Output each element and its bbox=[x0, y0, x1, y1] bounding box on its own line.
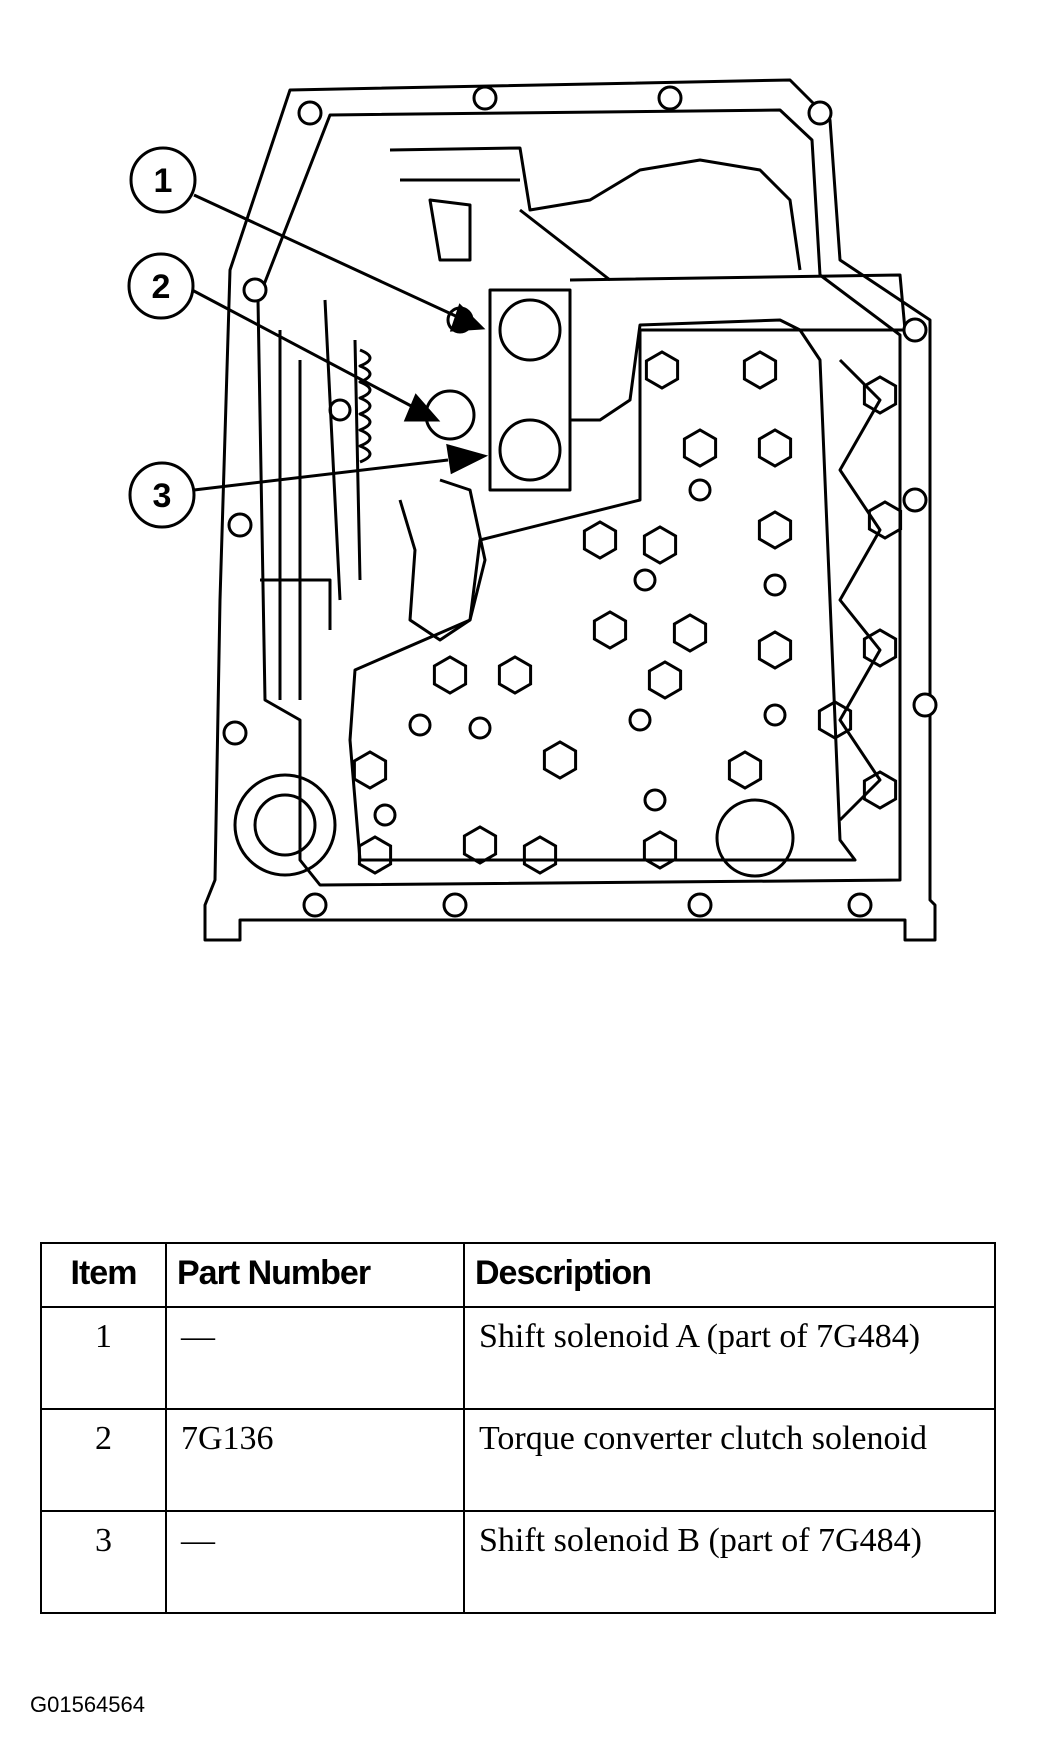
figure-code: G01564564 bbox=[30, 1692, 145, 1718]
callout-number-3: 3 bbox=[153, 477, 172, 515]
table-row: 3 — Shift solenoid B (part of 7G484) bbox=[41, 1511, 995, 1613]
hex-bolt bbox=[644, 527, 675, 563]
header-item: Item bbox=[41, 1243, 166, 1307]
hex-bolt bbox=[744, 352, 775, 388]
harness-strip bbox=[570, 275, 905, 420]
hex-bolt bbox=[464, 827, 495, 863]
header-part-number: Part Number bbox=[166, 1243, 464, 1307]
harness-lead bbox=[400, 480, 485, 640]
callout-number-1: 1 bbox=[154, 162, 173, 200]
header-description: Description bbox=[464, 1243, 995, 1307]
hex-bolt bbox=[644, 832, 675, 868]
hex-bolt bbox=[649, 662, 680, 698]
cell-description: Torque converter clutch solenoid bbox=[464, 1409, 995, 1511]
cell-description: Shift solenoid A (part of 7G484) bbox=[464, 1307, 995, 1409]
cell-part-number: 7G136 bbox=[166, 1409, 464, 1511]
hex-bolt bbox=[864, 377, 895, 413]
parts-table: Item Part Number Description 1 — Shift s… bbox=[40, 1242, 996, 1614]
valve-body-diagram: 1 2 3 bbox=[0, 0, 1044, 980]
cell-description: Shift solenoid B (part of 7G484) bbox=[464, 1511, 995, 1613]
cell-item: 3 bbox=[41, 1511, 166, 1613]
right-webbing bbox=[840, 360, 880, 820]
hex-bolt bbox=[684, 430, 715, 466]
hex-bolt bbox=[759, 632, 790, 668]
hex-bolt bbox=[646, 352, 677, 388]
hex-bolt bbox=[584, 522, 615, 558]
hex-bolt bbox=[524, 837, 555, 873]
cell-part-number: — bbox=[166, 1511, 464, 1613]
hex-bolt bbox=[544, 742, 575, 778]
arrowhead-3 bbox=[448, 446, 484, 472]
cell-item: 1 bbox=[41, 1307, 166, 1409]
hex-bolt bbox=[354, 752, 385, 788]
table-row: 1 — Shift solenoid A (part of 7G484) bbox=[41, 1307, 995, 1409]
hex-bolt bbox=[759, 430, 790, 466]
upper-detail bbox=[390, 148, 800, 280]
spring-stack bbox=[360, 350, 370, 462]
cell-item: 2 bbox=[41, 1409, 166, 1511]
hex-bolt bbox=[434, 657, 465, 693]
table-header-row: Item Part Number Description bbox=[41, 1243, 995, 1307]
cell-part-number: — bbox=[166, 1307, 464, 1409]
left-detail bbox=[260, 300, 360, 700]
table-row: 2 7G136 Torque converter clutch solenoid bbox=[41, 1409, 995, 1511]
hex-bolt bbox=[359, 837, 390, 873]
hex-bolt bbox=[499, 657, 530, 693]
callout-number-2: 2 bbox=[152, 268, 171, 306]
hex-bolt bbox=[729, 752, 760, 788]
hex-bolt bbox=[594, 612, 625, 648]
hex-bolt bbox=[759, 512, 790, 548]
hex-bolt bbox=[674, 615, 705, 651]
leader-line-3 bbox=[194, 460, 448, 490]
hex-bolts bbox=[354, 352, 900, 873]
